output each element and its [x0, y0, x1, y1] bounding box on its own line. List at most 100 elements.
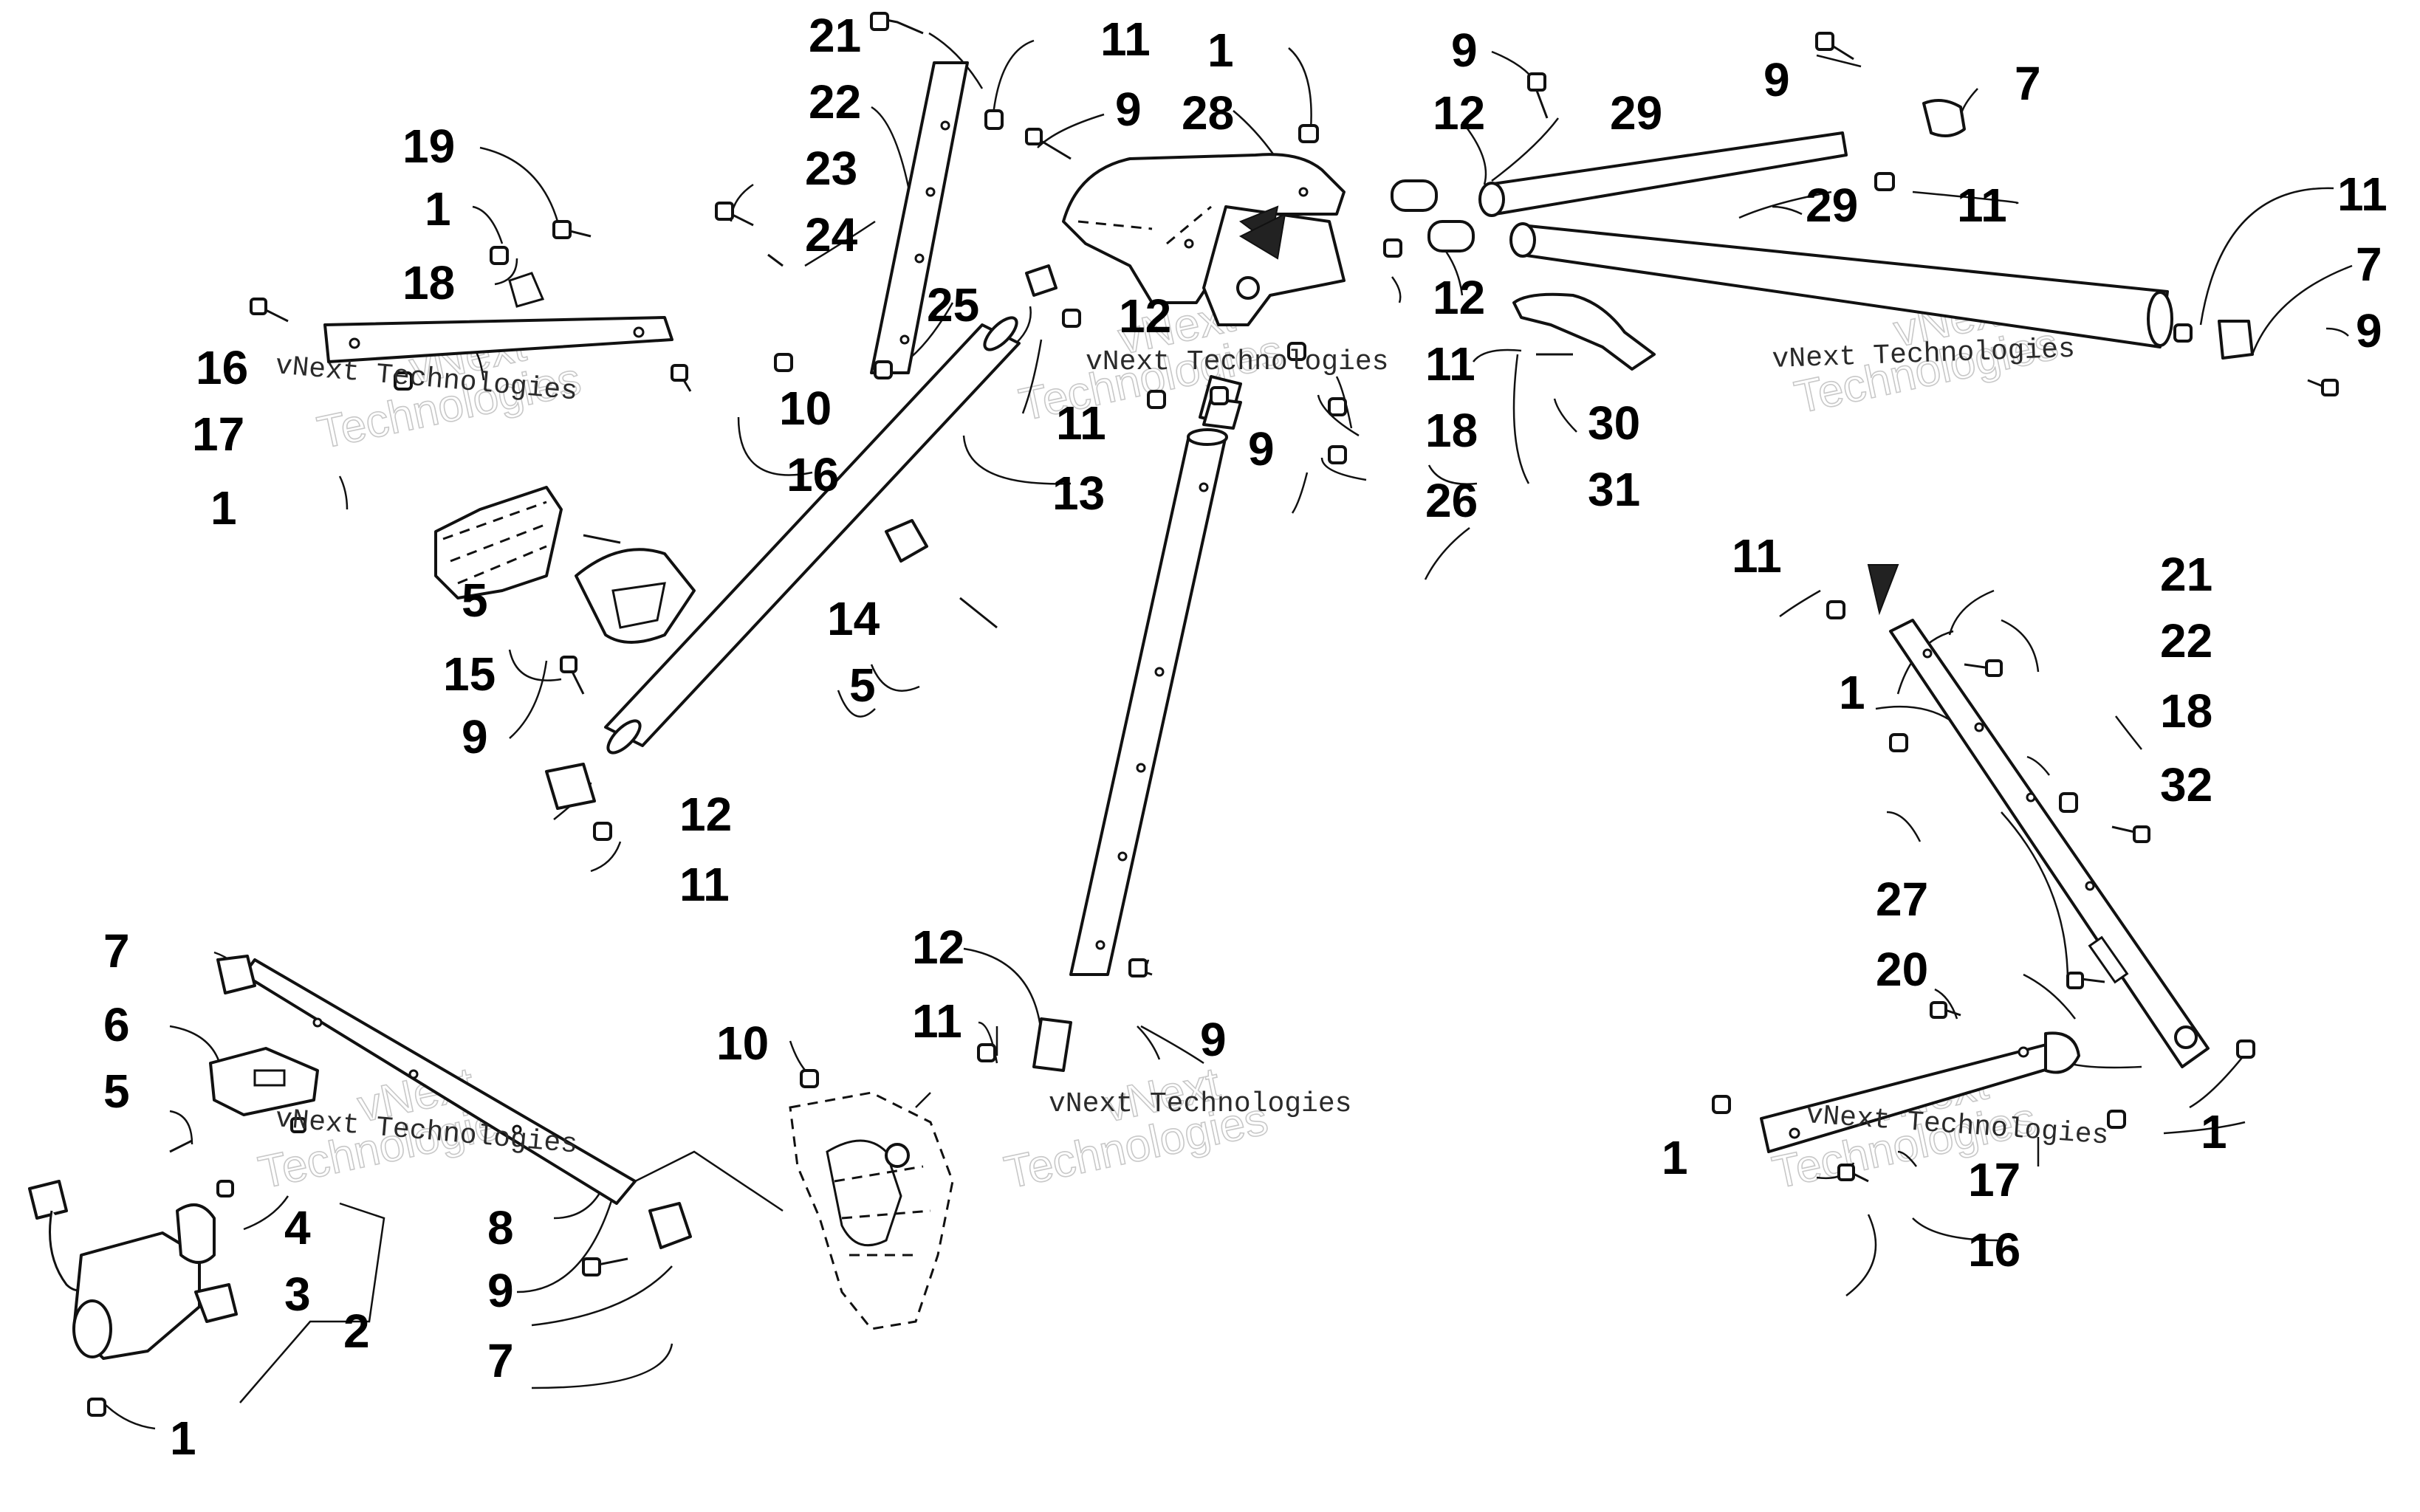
- callout-12-center: 12: [1119, 289, 1171, 343]
- callout-9-top-right: 9: [1763, 53, 1790, 106]
- tube-13-diagonal: [604, 316, 1021, 755]
- direction-arrow-right: [1867, 564, 1899, 616]
- callout-11-mid-right: 11: [1957, 179, 2007, 232]
- bolt-5-lb: [169, 1139, 193, 1153]
- callout-25: 25: [927, 278, 979, 331]
- callout-21-top: 21: [809, 9, 861, 62]
- callout-11-bottom: 11: [912, 994, 962, 1048]
- callout-6: 6: [103, 998, 130, 1051]
- callout-1-rb: 1: [1839, 666, 1865, 719]
- callout-8: 8: [487, 1201, 514, 1254]
- tube-29-upper: [1478, 131, 1848, 217]
- callout-29-mid: 29: [1806, 179, 1858, 232]
- callout-13: 13: [1052, 467, 1105, 520]
- callout-14: 14: [827, 592, 880, 645]
- callout-9-top-mid: 9: [1451, 24, 1478, 77]
- callout-12-bottom: 12: [912, 921, 964, 974]
- hardware: [87, 12, 2339, 1417]
- callout-9-bottom: 9: [1200, 1013, 1227, 1066]
- upper-left-bar: [323, 272, 673, 363]
- bar-22-right: [1889, 619, 2210, 1068]
- bolt-5-mid: [959, 597, 998, 629]
- callouts: 21 11 1 9 9 7 22 9 28 12 29 19 23 11 29 …: [103, 9, 2388, 1465]
- callout-31: 31: [1588, 463, 1640, 516]
- callout-11-top: 11: [1100, 13, 1151, 66]
- actuator-assembly-2: [28, 1180, 238, 1360]
- callout-21-rb: 21: [2160, 548, 2212, 601]
- callout-10-bottom: 10: [716, 1017, 769, 1070]
- couplers-12-top: [1391, 179, 1475, 252]
- leader-lines: [103, 32, 2353, 1430]
- callout-12-left: 12: [679, 788, 732, 841]
- callout-10-top: 10: [779, 382, 832, 435]
- bolt-5-left: [583, 534, 621, 544]
- clamp-7-lb2: [648, 1202, 692, 1249]
- callout-16-rb: 16: [1968, 1223, 2020, 1276]
- coupler-12-left: [545, 763, 596, 810]
- callout-19: 19: [402, 120, 455, 173]
- coupler-12-center: [1025, 264, 1242, 430]
- callout-9-center: 9: [1248, 422, 1275, 475]
- callout-17-rb: 17: [1968, 1153, 2020, 1206]
- callout-1-left: 1: [425, 182, 451, 236]
- ecu-module: [434, 486, 563, 599]
- mount-bracket-28: [1062, 153, 1346, 326]
- coupler-12-bottom: [1032, 1017, 1072, 1072]
- callout-1-rb3: 1: [1662, 1131, 1688, 1184]
- bracket-hole: [1236, 276, 1260, 300]
- callout-2: 2: [343, 1305, 370, 1358]
- callout-18-rb: 18: [2160, 684, 2212, 738]
- callout-32: 32: [2160, 758, 2212, 811]
- callout-29-top: 29: [1610, 86, 1662, 140]
- callout-12-top: 12: [1433, 86, 1485, 140]
- callout-28: 28: [1182, 86, 1234, 140]
- callout-1-rb2: 1: [2201, 1105, 2227, 1158]
- callout-17-left: 17: [192, 408, 244, 461]
- callout-5-lb: 5: [103, 1065, 130, 1118]
- callout-1-top: 1: [1207, 24, 1234, 77]
- callout-16-left: 16: [196, 341, 248, 394]
- callout-1-lb: 1: [170, 1412, 196, 1465]
- tube-29-lower: [1509, 222, 2173, 348]
- callout-18-left: 18: [402, 256, 455, 309]
- callout-11-right2: 11: [1425, 337, 1475, 391]
- callout-5-left: 5: [462, 574, 488, 627]
- callout-22-rb: 22: [2160, 614, 2212, 667]
- callout-1-left2: 1: [210, 481, 237, 535]
- callout-7-lb: 7: [103, 924, 130, 977]
- callout-16-mid: 16: [786, 448, 839, 501]
- callout-23: 23: [805, 142, 857, 195]
- callout-9-far-right: 9: [2356, 304, 2382, 357]
- callout-5-mid: 5: [849, 659, 876, 712]
- bracket-30: [1512, 292, 1656, 371]
- support-bar-22-top: [870, 61, 969, 374]
- bolt-9-top-mid: [1535, 88, 1549, 119]
- callout-9-pin: 9: [1115, 83, 1142, 136]
- clip-14: [885, 519, 928, 563]
- callout-11-far-right: 11: [2337, 168, 2388, 221]
- callout-11-rb: 11: [1732, 529, 1782, 583]
- callout-24: 24: [805, 208, 858, 261]
- bar-17-right: [1760, 1031, 2080, 1153]
- tube-13-vertical: [1069, 428, 1228, 976]
- callout-18-center: 18: [1425, 404, 1478, 457]
- callout-4: 4: [284, 1201, 311, 1254]
- clamp-7-top: [1922, 99, 1966, 137]
- callout-7-top-right: 7: [2015, 57, 2041, 110]
- callout-15: 15: [443, 647, 496, 701]
- callout-7-far-right: 7: [2356, 238, 2382, 291]
- callout-9-lb: 9: [487, 1264, 514, 1317]
- callout-7-lb2: 7: [487, 1334, 514, 1387]
- bolt-24: [767, 253, 784, 267]
- wm-brand-5: vNext Technologies: [1049, 1088, 1351, 1120]
- callout-3: 3: [284, 1268, 311, 1321]
- direction-arrow-top: [1238, 213, 1286, 260]
- clamp-7-right: [2218, 320, 2254, 360]
- wm-brand-2: vNext Technologies: [1086, 346, 1388, 378]
- bracket-6: [209, 1047, 319, 1116]
- parts: [28, 61, 2254, 1360]
- callout-11-left: 11: [679, 858, 730, 911]
- callout-22-top: 22: [809, 75, 861, 128]
- frame-fragment: [634, 1091, 954, 1330]
